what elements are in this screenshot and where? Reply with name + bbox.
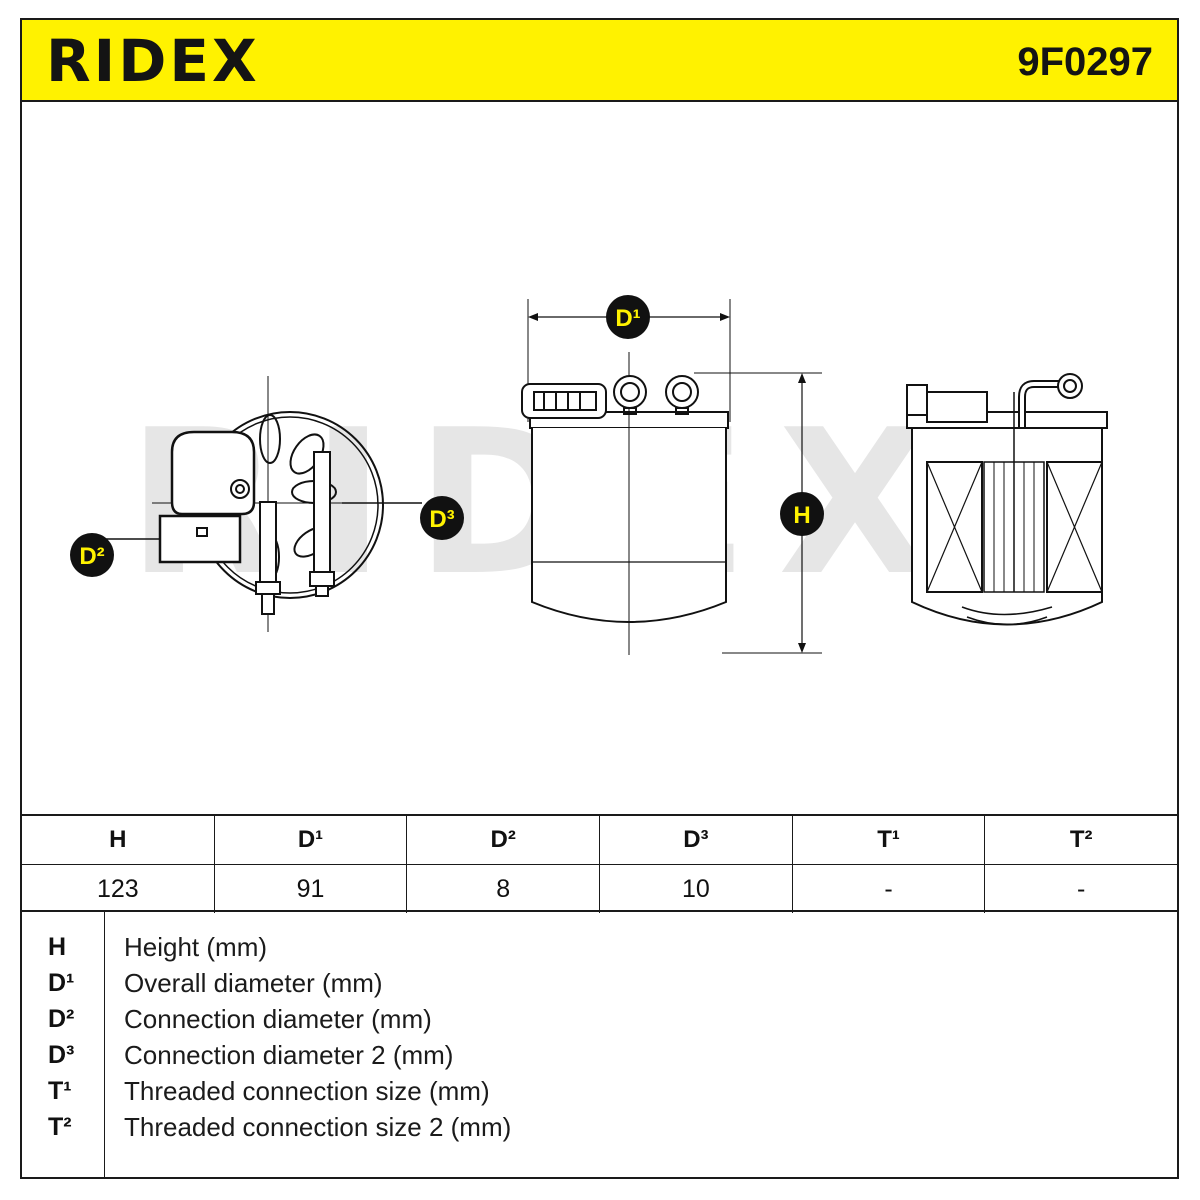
d3-badge-label: D³ xyxy=(429,506,454,533)
product-sheet: RIDEX 9F0297 RIDEX xyxy=(20,18,1179,1179)
h-badge-label: H xyxy=(793,502,810,529)
legend-key: D² xyxy=(48,1004,75,1033)
spec-table-values: 123 91 8 10 - - xyxy=(22,865,1177,913)
drawing-canvas: RIDEX xyxy=(70,295,1108,655)
legend: H Height (mm) D¹ Overall diameter (mm) D… xyxy=(22,912,1177,1177)
value-cell-d3: 10 xyxy=(600,865,793,913)
legend-key: D¹ xyxy=(48,968,75,997)
d2-badge-label: D² xyxy=(79,543,104,570)
header-cell-t1: T¹ xyxy=(793,816,986,864)
filter-cross-section xyxy=(906,373,1108,626)
legend-key: T¹ xyxy=(48,1076,72,1105)
d3-badge: D³ xyxy=(420,496,464,540)
legend-key: H xyxy=(48,932,67,961)
legend-desc: Height (mm) xyxy=(124,931,268,962)
legend-divider xyxy=(104,912,105,1177)
spec-table-header: H D¹ D² D³ T¹ T² xyxy=(22,816,1177,865)
technical-drawing: RIDEX xyxy=(22,102,1177,814)
legend-key: D³ xyxy=(48,1040,75,1069)
value-cell-t1: - xyxy=(793,865,986,913)
legend-desc: Connection diameter 2 (mm) xyxy=(124,1039,454,1070)
part-number: 9F0297 xyxy=(1017,40,1153,84)
d1-badge-label: D¹ xyxy=(615,305,640,332)
legend-desc: Connection diameter (mm) xyxy=(124,1003,432,1034)
header-cell-d2: D² xyxy=(407,816,601,864)
brand-logo: RIDEX xyxy=(46,27,260,95)
header-cell-t2: T² xyxy=(1069,826,1093,853)
h-badge: H xyxy=(780,492,824,536)
value-cell-h: 123 xyxy=(22,865,215,913)
value-cell-t2: - xyxy=(1077,874,1086,903)
header-bar: RIDEX 9F0297 xyxy=(22,20,1177,102)
header-cell-d3: D³ xyxy=(600,816,793,864)
filter-top-view xyxy=(94,376,422,632)
d2-badge: D² xyxy=(70,533,114,577)
value-cell-d1: 91 xyxy=(215,865,408,913)
d1-badge: D¹ xyxy=(606,295,650,339)
header-cell-d1: D¹ xyxy=(215,816,408,864)
legend-key: T² xyxy=(48,1112,72,1141)
header-cell-h: H xyxy=(22,816,215,864)
legend-desc: Overall diameter (mm) xyxy=(124,967,383,998)
spec-table: H D¹ D² D³ T¹ T² 123 91 8 10 - - xyxy=(22,814,1177,913)
legend-desc: Threaded connection size (mm) xyxy=(124,1075,490,1106)
filter-side-view xyxy=(521,299,822,655)
value-cell-d2: 8 xyxy=(407,865,601,913)
legend-desc: Threaded connection size 2 (mm) xyxy=(124,1111,512,1142)
